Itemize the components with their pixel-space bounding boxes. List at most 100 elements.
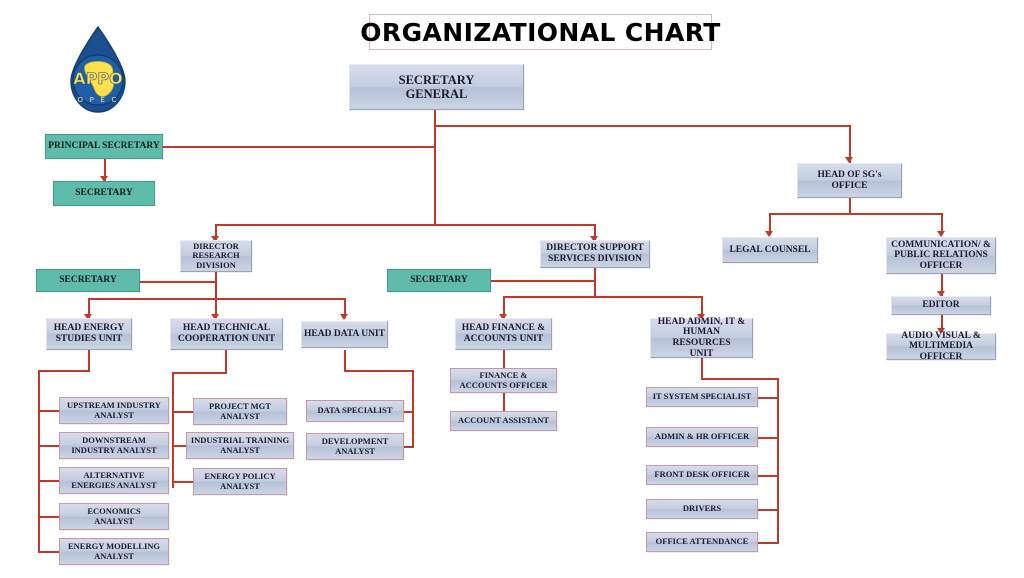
connector-energy-to-spine	[38, 370, 90, 372]
node-legal-counsel[interactable]: LEGAL COUNSEL	[722, 237, 818, 263]
arrow-legal-counsel	[765, 231, 773, 237]
connector-drivers	[757, 509, 779, 511]
arrow-head-energy	[84, 314, 92, 320]
connector-head-technical-v	[215, 298, 217, 318]
node-account-assistant-label: ACCOUNT ASSISTANT	[457, 415, 550, 426]
connector-head-finance-v	[503, 296, 505, 318]
node-principal-secretary-secretary[interactable]: SECRETARY	[53, 181, 155, 206]
connector-energy-spine	[38, 370, 40, 553]
connector-data-spine	[412, 370, 414, 448]
arrow-comm-pr	[937, 231, 945, 237]
connector-energy-policy	[172, 481, 194, 483]
arrow-audio-visual	[937, 328, 945, 334]
node-head-finance-accounts-unit[interactable]: HEAD FINANCE &ACCOUNTS UNIT	[455, 318, 552, 350]
connector-research-div-v	[215, 224, 217, 240]
node-legal-counsel-label: LEGAL COUNSEL	[729, 244, 811, 255]
node-head-finance-accounts-unit-label: HEAD FINANCE &ACCOUNTS UNIT	[461, 323, 546, 344]
node-support-secretary-label: SECRETARY	[410, 275, 468, 286]
connector-project-mgt	[172, 411, 194, 413]
connector-support-units-split	[503, 296, 702, 298]
connector-technical-spine	[172, 372, 174, 488]
connector-legal-counsel-v	[769, 213, 771, 235]
connector-support-secretary	[489, 280, 595, 282]
node-finance-accounts-officer[interactable]: FINANCE &ACCOUNTS OFFICER	[450, 368, 557, 393]
connector-account-assistant	[503, 393, 505, 412]
node-office-attendance[interactable]: OFFICE ATTENDANCE	[646, 532, 758, 552]
node-editor[interactable]: EDITOR	[891, 296, 991, 315]
connector-technical-down	[225, 350, 227, 374]
node-finance-accounts-officer-label: FINANCE &ACCOUNTS OFFICER	[459, 369, 548, 390]
node-research-secretary-label: SECRETARY	[59, 275, 117, 286]
connector-sgoffice-down	[849, 198, 851, 214]
connector-industrial-training	[172, 445, 194, 447]
node-account-assistant[interactable]: ACCOUNT ASSISTANT	[450, 411, 557, 431]
node-editor-label: EDITOR	[922, 300, 960, 311]
node-head-data-unit-label: HEAD DATA UNIT	[304, 329, 385, 340]
svg-text:O P E C: O P E C	[77, 96, 118, 104]
connector-sg-trunk	[434, 110, 436, 225]
connector-admin-spine	[777, 378, 779, 543]
node-front-desk-officer[interactable]: FRONT DESK OFFICER	[646, 465, 758, 485]
node-data-specialist[interactable]: DATA SPECIALIST	[306, 400, 404, 422]
connector-research-secretary	[138, 281, 216, 283]
node-admin-hr-officer[interactable]: ADMIN & HR OFFICER	[646, 427, 758, 447]
connector-admin-hr-officer	[757, 437, 779, 439]
page-title: ORGANIZATIONAL CHART	[360, 17, 721, 47]
connector-commpr-editor	[941, 274, 943, 296]
node-support-secretary[interactable]: SECRETARY	[387, 269, 491, 292]
connector-comm-pr-v	[941, 213, 943, 235]
connector-head-energy-v	[88, 298, 90, 318]
node-head-data-unit[interactable]: HEAD DATA UNIT	[301, 321, 388, 348]
node-admin-hr-officer-label: ADMIN & HR OFFICER	[654, 431, 750, 442]
connector-sg-to-sg-office-v	[849, 125, 851, 163]
node-drivers[interactable]: DRIVERS	[646, 499, 758, 519]
connector-finance-officer	[503, 350, 505, 375]
node-office-attendance-label: OFFICE ATTENDANCE	[655, 536, 749, 547]
node-audio-visual-multimedia-officer[interactable]: AUDIO VISUAL &MULTIMEDIA OFFICER	[886, 331, 996, 362]
arrow-support-division	[590, 236, 598, 242]
connector-divisions-split	[215, 224, 595, 226]
connector-data-to-spine	[344, 370, 414, 372]
appo-oil-drop-logo: APPO O P E C	[61, 24, 135, 118]
node-data-specialist-label: DATA SPECIALIST	[317, 405, 393, 416]
node-it-system-specialist[interactable]: IT SYSTEM SPECIALIST	[646, 387, 758, 407]
node-principal-secretary[interactable]: PRINCIPAL SECRETARY	[45, 134, 163, 159]
node-principal-secretary-label: PRINCIPAL SECRETARY	[48, 141, 160, 152]
node-research-secretary[interactable]: SECRETARY	[36, 269, 140, 292]
arrow-research-division	[211, 236, 219, 242]
connector-sgoffice-split	[769, 213, 943, 215]
chart-title-box: ORGANIZATIONAL CHART	[360, 14, 720, 50]
connector-front-desk	[757, 475, 779, 477]
connector-editor-av	[941, 315, 943, 332]
connector-energy-down	[88, 350, 90, 372]
connector-research-units-split	[88, 298, 346, 300]
connector-principal-to-secretary	[104, 159, 106, 181]
connector-admin-down	[701, 358, 703, 380]
node-front-desk-officer-label: FRONT DESK OFFICER	[654, 469, 750, 480]
connector-alternative	[38, 480, 60, 482]
